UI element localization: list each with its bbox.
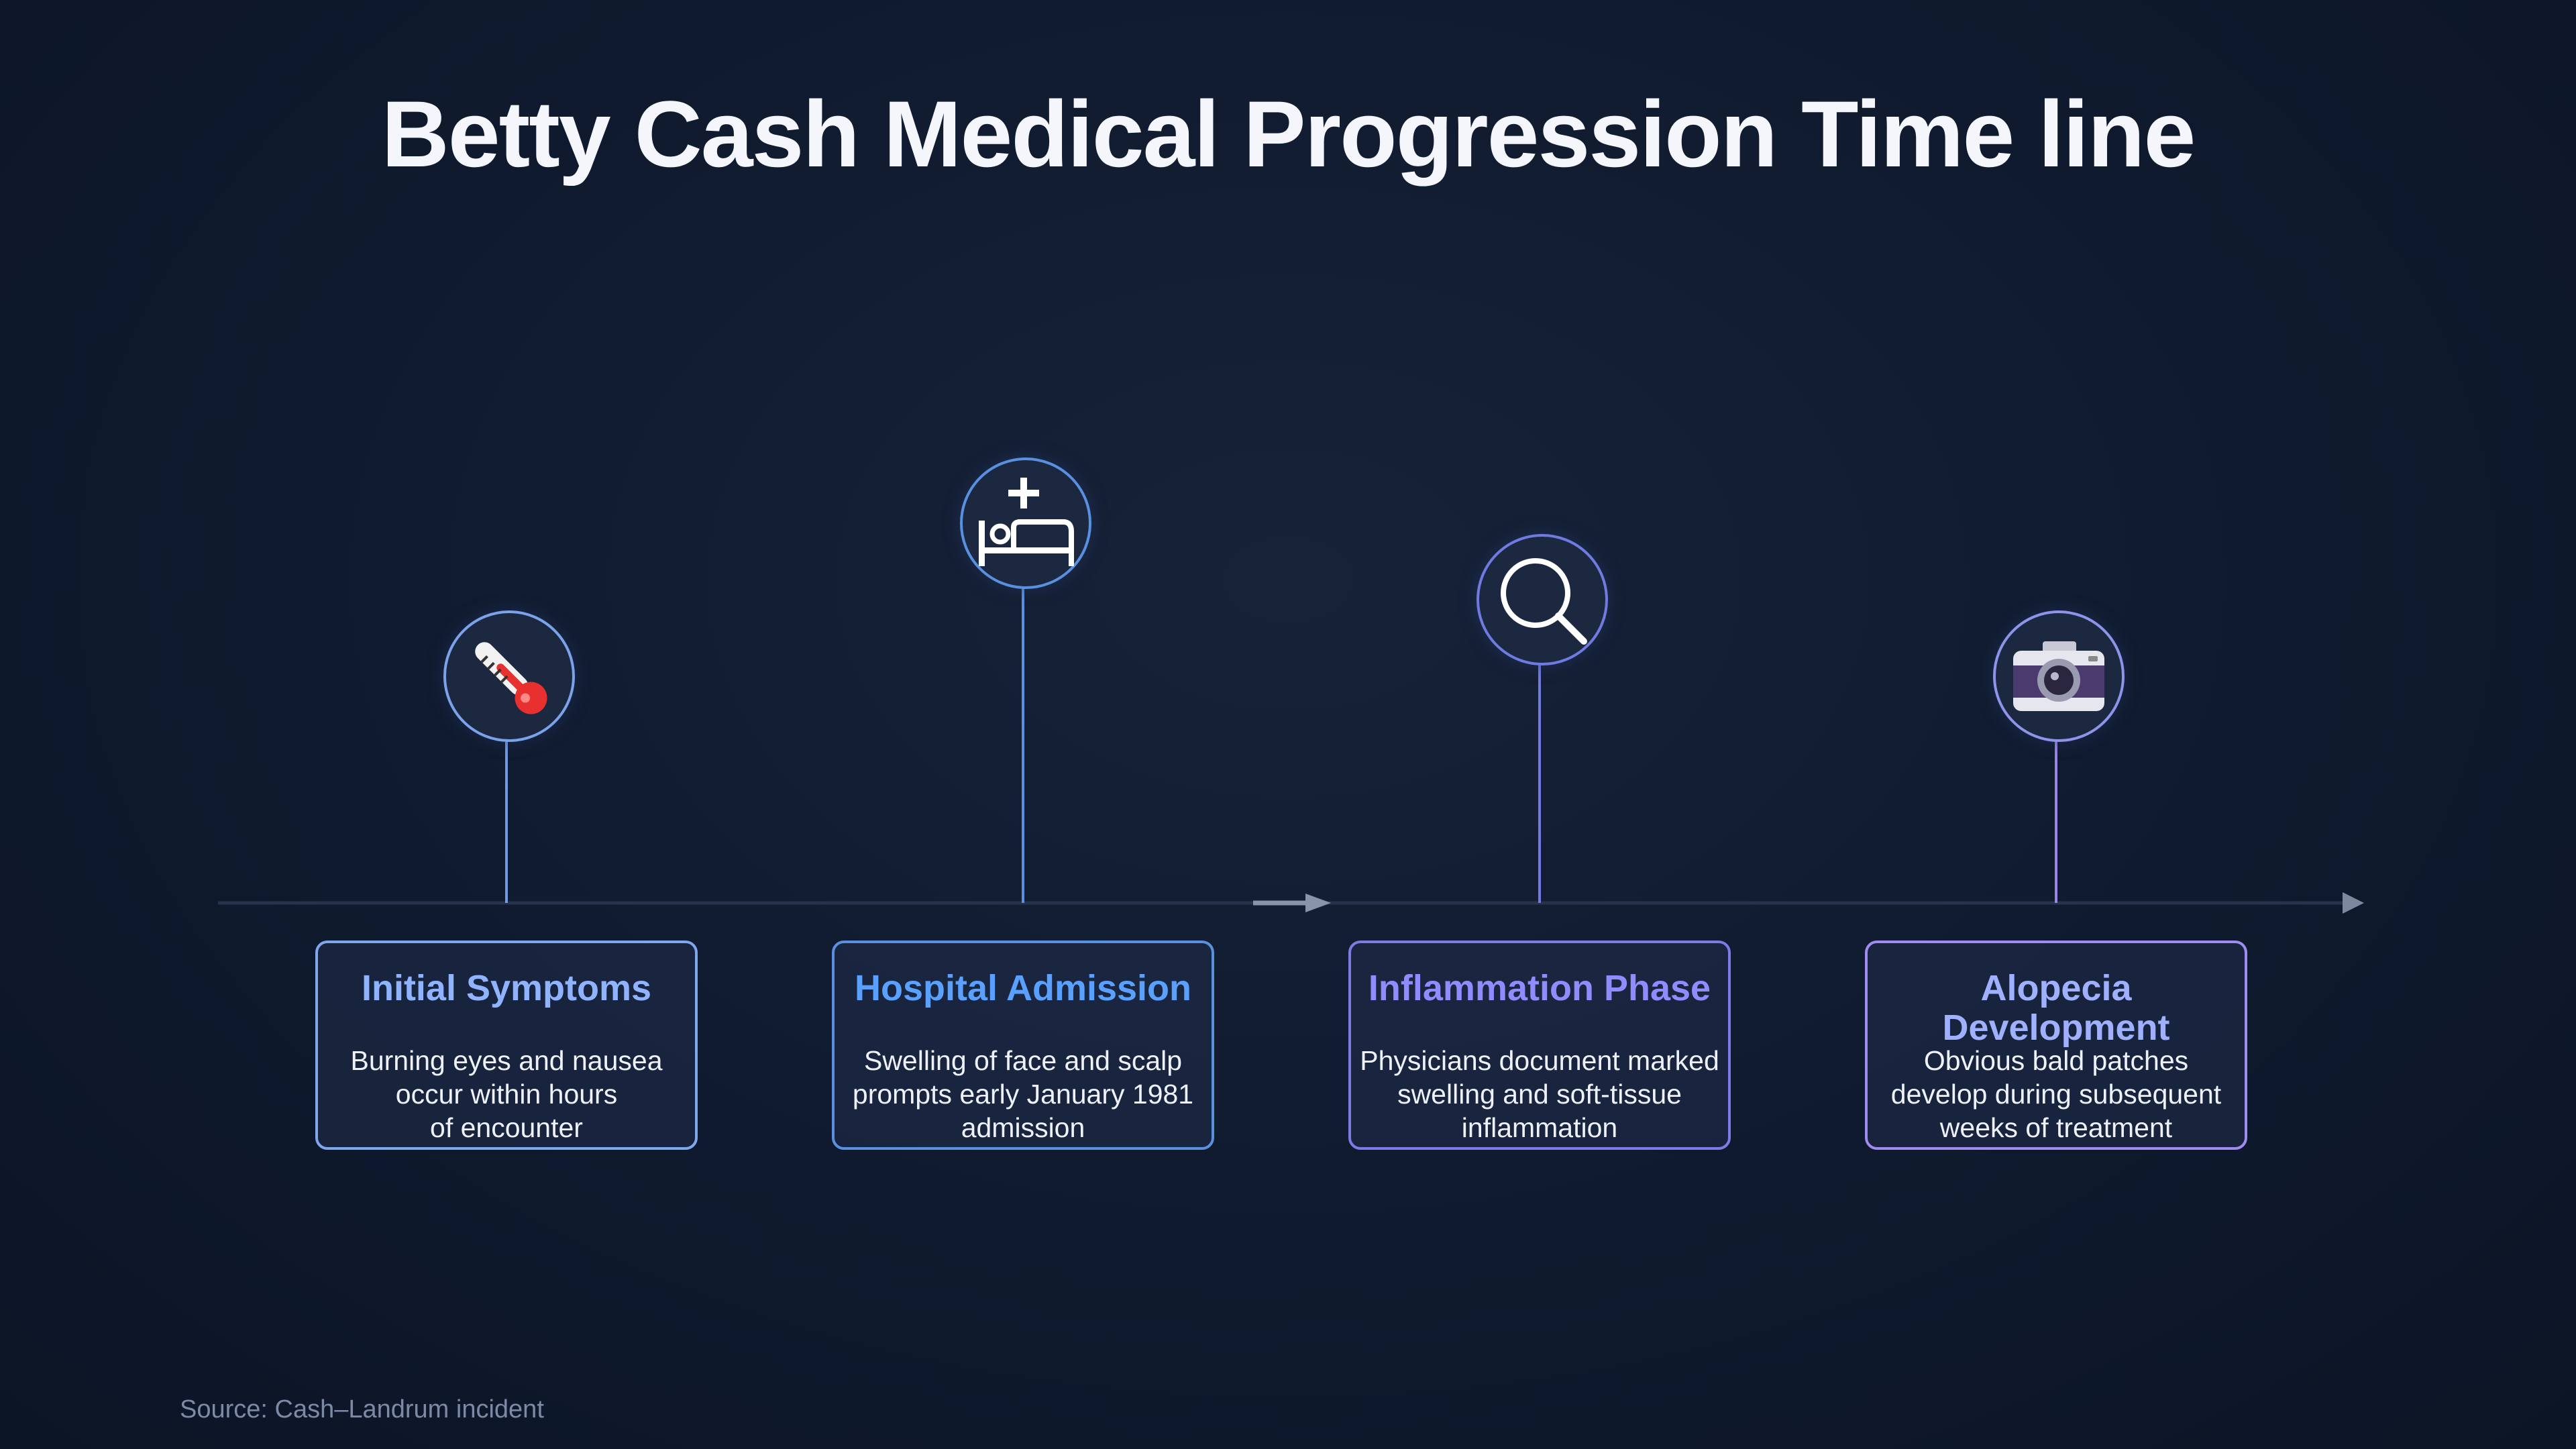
event-description-line: admission	[961, 1112, 1085, 1144]
event-title: Hospital Admission	[854, 968, 1192, 1008]
event-description-line: weeks of treatment	[1939, 1112, 2173, 1144]
event-description-line: Burning eyes and nausea	[350, 1045, 663, 1076]
source-note: Source: Cash–Landrum incident	[180, 1395, 544, 1424]
magnifier-icon	[1501, 558, 1587, 645]
event-description-line: Physicians document marked	[1360, 1045, 1719, 1076]
event-description-line: of encounter	[430, 1112, 583, 1144]
event-description-line: swelling and soft-tissue	[1397, 1079, 1682, 1110]
event-description-line: inflammation	[1461, 1112, 1618, 1144]
event-description: Physicians document marked swelling and …	[1351, 1044, 1728, 1144]
event-icon-circle-1	[443, 610, 575, 742]
event-title: Initial Symptoms	[361, 968, 652, 1008]
event-card-alopecia-development: Alopecia Development Obvious bald patche…	[1865, 941, 2247, 1150]
event-title: Alopecia Development	[1942, 968, 2170, 1049]
hospital-bed-icon	[979, 478, 1074, 566]
thermometer-icon	[475, 642, 547, 714]
event-title: Inflammation Phase	[1368, 968, 1711, 1008]
event-icon-circle-2	[960, 458, 1091, 589]
event-description-line: develop during subsequent	[1890, 1079, 2222, 1110]
event-description: Swelling of face and scalp prompts early…	[835, 1044, 1212, 1144]
event-description-line: occur within hours	[395, 1079, 618, 1110]
page-title: Betty Cash Medical Progression Time line	[381, 81, 2196, 186]
event-icon-circle-3	[1477, 534, 1608, 665]
camera-icon	[2013, 641, 2104, 711]
mid-arrow-icon	[1305, 894, 1331, 912]
event-description: Burning eyes and nausea occur within hou…	[318, 1044, 695, 1144]
event-card-initial-symptoms: Initial Symptoms Burning eyes and nausea…	[315, 941, 698, 1150]
event-card-inflammation-phase: Inflammation Phase Physicians document m…	[1348, 941, 1731, 1150]
event-description-line: prompts early January 1981	[852, 1079, 1194, 1110]
event-icon-circle-4	[1993, 610, 2125, 742]
event-description: Obvious bald patches develop during subs…	[1868, 1044, 2245, 1144]
axis-arrowhead-icon	[2343, 892, 2364, 914]
event-description-line: Swelling of face and scalp	[863, 1045, 1183, 1076]
event-description-line: Obvious bald patches	[1923, 1045, 2189, 1076]
event-card-hospital-admission: Hospital Admission Swelling of face and …	[832, 941, 1214, 1150]
